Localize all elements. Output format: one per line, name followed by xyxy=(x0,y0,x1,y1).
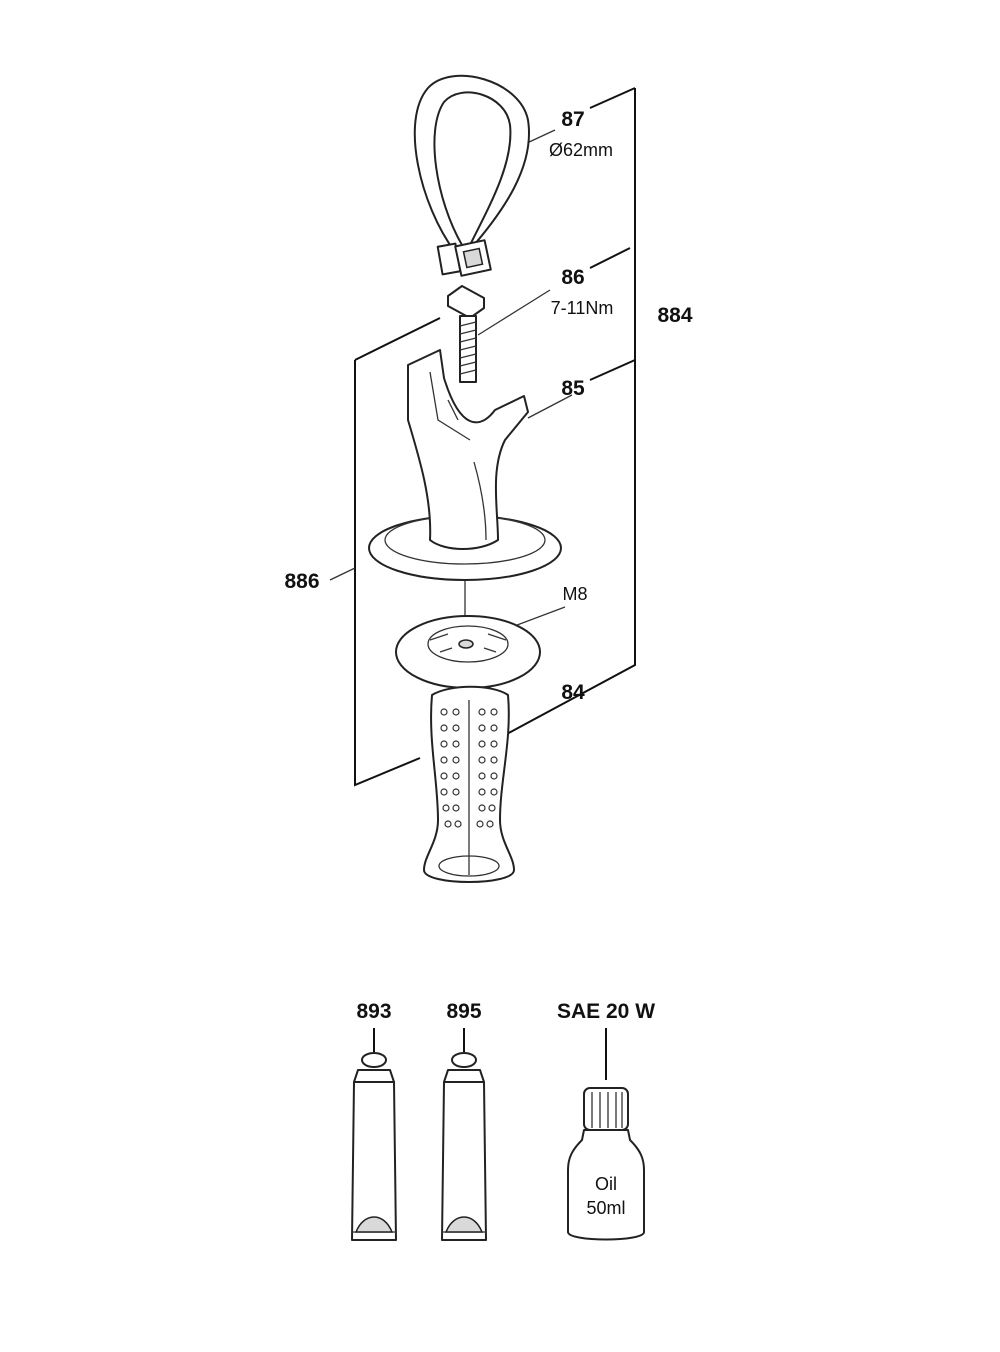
callout-sae-20w-text: SAE 20 W xyxy=(557,1000,655,1023)
oil-label-line1: Oil xyxy=(595,1174,617,1194)
grip-handle-part-84 xyxy=(423,685,515,883)
handle-clamp-part-85 xyxy=(368,349,562,581)
strap-loop-part-87 xyxy=(413,74,530,277)
callout-87-spec: Ø62mm xyxy=(549,140,613,160)
assembly-886-bracket xyxy=(354,247,631,787)
grease-tube-893 xyxy=(351,1028,397,1241)
callout-893-number: 893 xyxy=(356,1000,391,1023)
callout-86-spec: 7-11Nm xyxy=(551,298,614,318)
oil-label-line2: 50ml xyxy=(586,1198,625,1218)
assembly-884-bracket xyxy=(504,87,636,736)
t-bolt-part-86 xyxy=(447,285,485,383)
flange-washer-m8 xyxy=(395,615,541,689)
callout-86-number: 86 xyxy=(561,266,584,289)
callout-886-number: 886 xyxy=(284,570,319,593)
callout-87-number: 87 xyxy=(561,108,584,131)
grease-tube-895 xyxy=(441,1028,487,1241)
callout-m8-text: M8 xyxy=(562,584,587,604)
callout-84-number: 84 xyxy=(561,681,585,704)
callout-895-number: 895 xyxy=(446,1000,481,1023)
oil-bottle: Oil 50ml xyxy=(567,1028,645,1241)
callout-884-number: 884 xyxy=(657,304,692,327)
callout-85-number: 85 xyxy=(561,377,585,400)
